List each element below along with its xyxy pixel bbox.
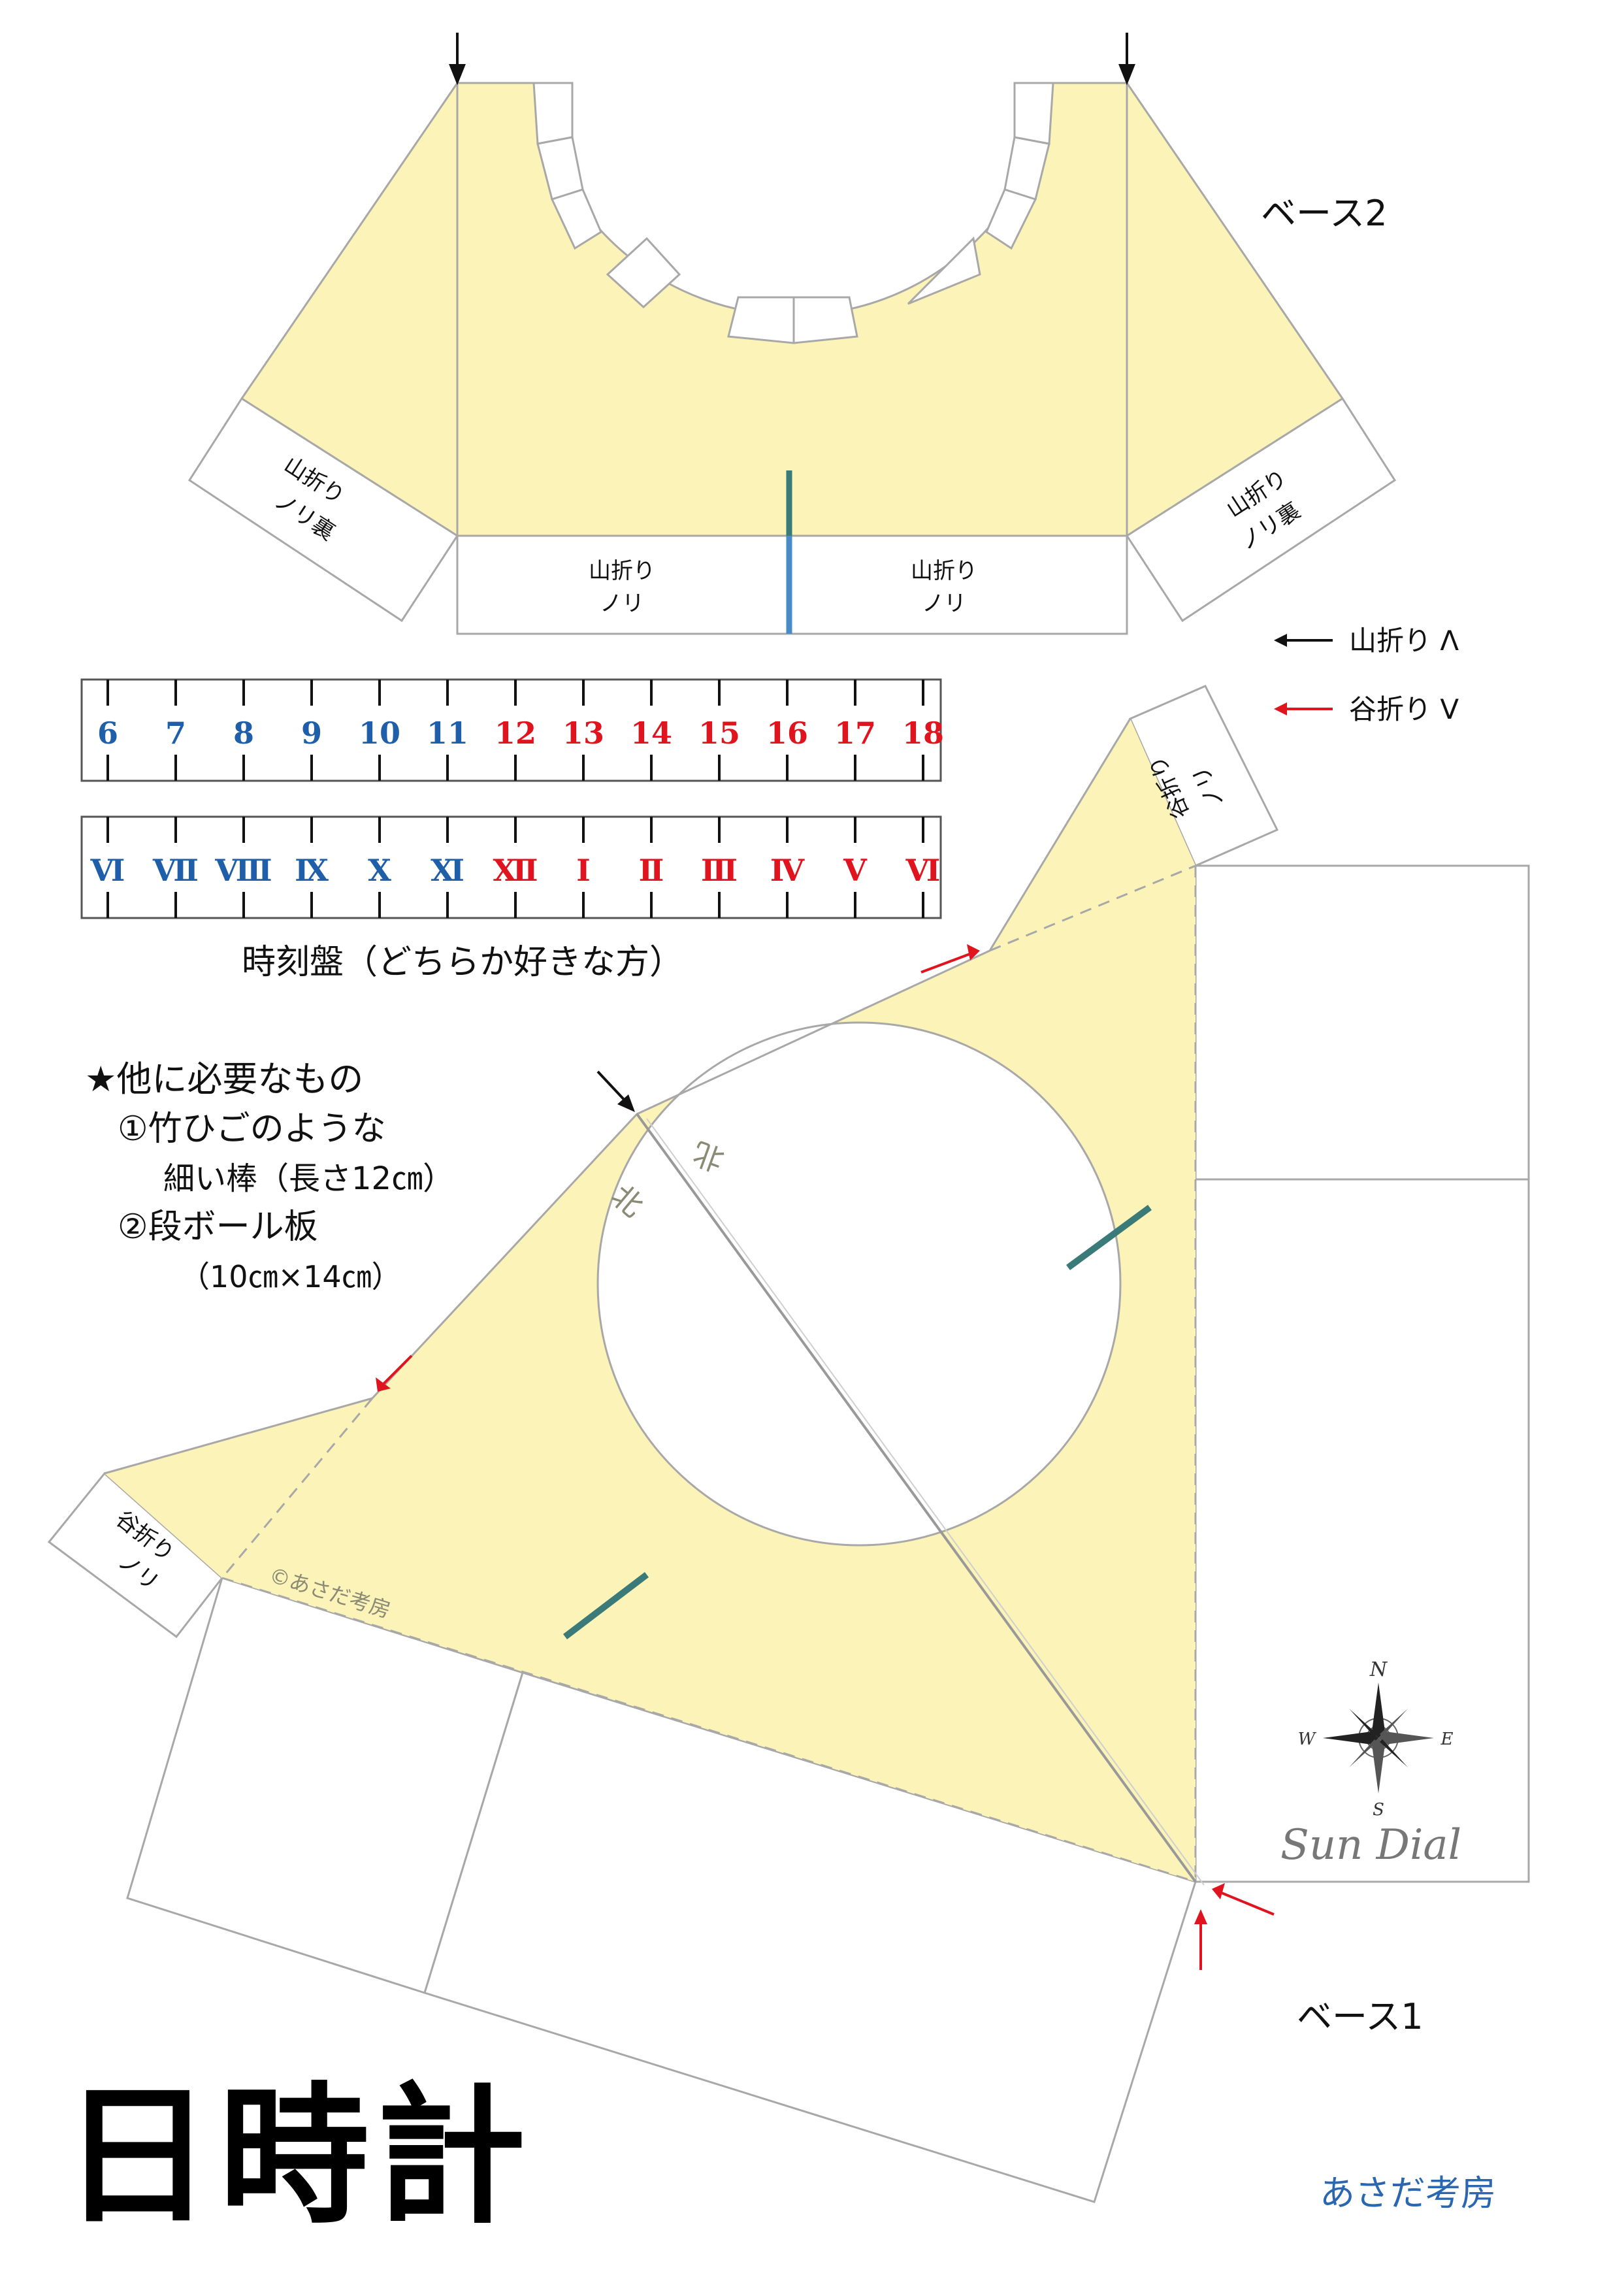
fold-arrows — [376, 944, 1275, 1970]
dial-number: Ⅴ — [843, 853, 868, 888]
dial-number: 15 — [698, 715, 740, 751]
base2-tab-bottom-right-line2: ノリ — [922, 591, 966, 617]
mountain-fold-arrow — [449, 33, 1135, 86]
dial-number: Ⅶ — [152, 853, 199, 888]
dial-number: 6 — [97, 715, 118, 751]
dial-number: 12 — [495, 715, 536, 751]
notes-heading: ★他に必要なもの — [85, 1058, 363, 1100]
dial-number: Ⅰ — [576, 853, 591, 888]
notes-item2b: （10㎝×14㎝） — [180, 1259, 402, 1294]
dial-strip-arabic: 6 7 8 9 10 11 12 13 14 15 16 17 18 — [80, 678, 944, 782]
dial-number: 7 — [165, 715, 186, 751]
sun-dial-text: Sun Dial — [1280, 1821, 1461, 1869]
base1-label: ベース1 — [1297, 1996, 1424, 2037]
dial-number: 8 — [233, 715, 254, 751]
credit-text: あさだ考房 — [1320, 2173, 1496, 2214]
dial-number: Ⅺ — [431, 853, 464, 888]
compass-s: S — [1373, 1800, 1384, 1820]
dial-number: Ⅳ — [770, 853, 805, 888]
dial-number: Ⅵ — [90, 853, 125, 888]
compass-n: N — [1369, 1658, 1388, 1681]
compass-w: W — [1298, 1730, 1317, 1749]
compass-rose-icon: N S E W — [1298, 1658, 1454, 1820]
notes: ★他に必要なもの ①竹ひごのような 細い棒（長さ12㎝） ②段ボール板 （10㎝… — [85, 1058, 454, 1294]
dial-number: 17 — [834, 715, 876, 751]
dial-number: 18 — [902, 715, 944, 751]
base2-tab-bottom-left-line1: 山折り — [589, 558, 655, 584]
dial-number: Ⅻ — [493, 853, 538, 888]
notes-item1a: ①竹ひごのような — [118, 1109, 386, 1149]
notes-item2a: ②段ボール板 — [118, 1207, 318, 1247]
dial-caption: 時刻盤（どちらか好きな方） — [242, 943, 683, 982]
dial-number: Ⅷ — [214, 853, 272, 888]
notes-item1b: 細い棒（長さ12㎝） — [163, 1160, 454, 1197]
dial-number: 13 — [562, 715, 604, 751]
compass-e: E — [1440, 1730, 1454, 1749]
dial-number: 9 — [301, 715, 322, 751]
dial-number: 10 — [359, 715, 400, 751]
dial-number: 11 — [427, 715, 468, 751]
base2-shape — [187, 82, 1397, 635]
dial-number: Ⅱ — [639, 853, 664, 888]
dial-number: Ⅸ — [295, 853, 329, 888]
dial-number: 16 — [766, 715, 808, 751]
dial-number: Ⅵ — [905, 853, 941, 888]
fold-legend: 山折り Λ 谷折り V — [1274, 625, 1459, 725]
legend-mountain: 山折り Λ — [1349, 625, 1459, 657]
dial-number: Ⅲ — [701, 853, 738, 888]
base2-label: ベース2 — [1261, 193, 1388, 234]
page-title: 日時計 — [62, 2070, 532, 2244]
legend-valley: 谷折り V — [1349, 693, 1459, 725]
dial-number: Ⅹ — [368, 853, 391, 888]
base1-shape — [47, 685, 1530, 2203]
dial-number: 14 — [630, 715, 672, 751]
base2-tab-bottom-right-line1: 山折り — [911, 558, 977, 584]
base2-tab-bottom-left-line2: ノリ — [600, 591, 644, 617]
